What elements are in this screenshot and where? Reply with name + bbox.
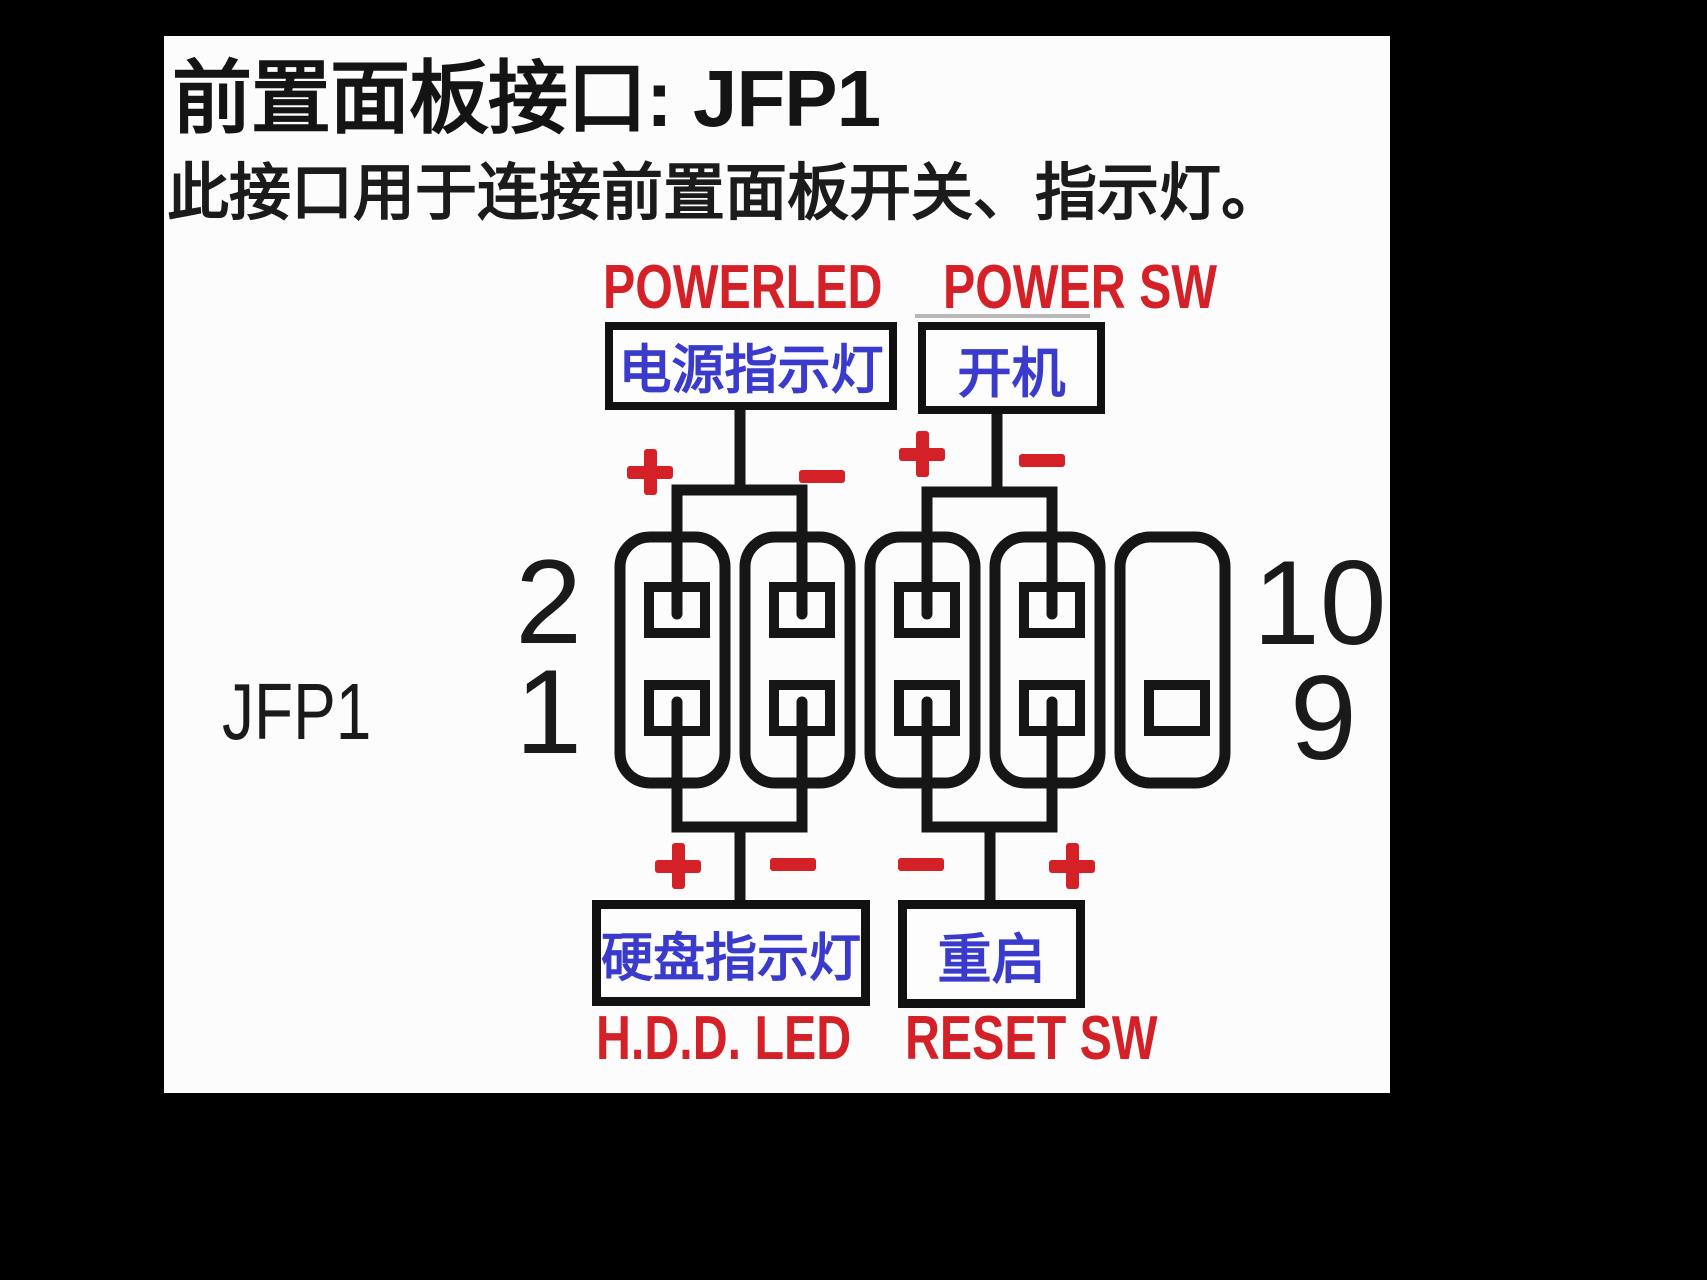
hdd-led-box-label: 硬盘指示灯 [601,929,862,988]
pin-9-square [1144,680,1210,736]
reset-sw-minus-sign [898,841,944,887]
power-sw-underline [915,314,1090,318]
power-led-plus-sign [627,449,673,495]
power-sw-box: 开机 [918,322,1105,414]
reset-sw-box: 重启 [898,900,1085,1008]
hdd-led-box: 硬盘指示灯 [592,900,870,1006]
reset-sw-plus-sign [1049,843,1095,889]
power-led-branch-wire [671,484,808,620]
pin-number-10: 10 [1253,536,1387,670]
label-hdd-led-en: H.D.D. LED [596,1004,852,1073]
power-sw-plus-sign [899,431,945,477]
hdd-led-plus-sign [655,843,701,889]
label-reset-sw-en: RESET SW [905,1004,1158,1073]
power-led-box-label: 电源指示灯 [618,341,884,400]
power-sw-box-label: 开机 [957,343,1066,404]
pin-number-2: 2 [515,535,582,669]
pin-number-1: 1 [515,645,582,779]
power-sw-branch-wire [921,486,1058,620]
power-sw-minus-sign [1019,437,1065,483]
label-power-led-en: POWERLED [603,253,883,322]
power-led-box: 电源指示灯 [605,322,897,410]
page-title: 前置面板接口: JFP1 [172,54,881,143]
connector-name-label: JFP1 [222,667,372,756]
hdd-led-minus-sign [770,841,816,887]
pin-number-9: 9 [1290,651,1357,785]
page-subtitle: 此接口用于连接前置面板开关、指示灯。 [167,159,1284,228]
connector-column-5 [1114,531,1231,789]
power-led-minus-sign [799,453,845,499]
label-power-sw-en: POWER SW [943,253,1218,322]
reset-sw-box-label: 重启 [937,929,1046,990]
